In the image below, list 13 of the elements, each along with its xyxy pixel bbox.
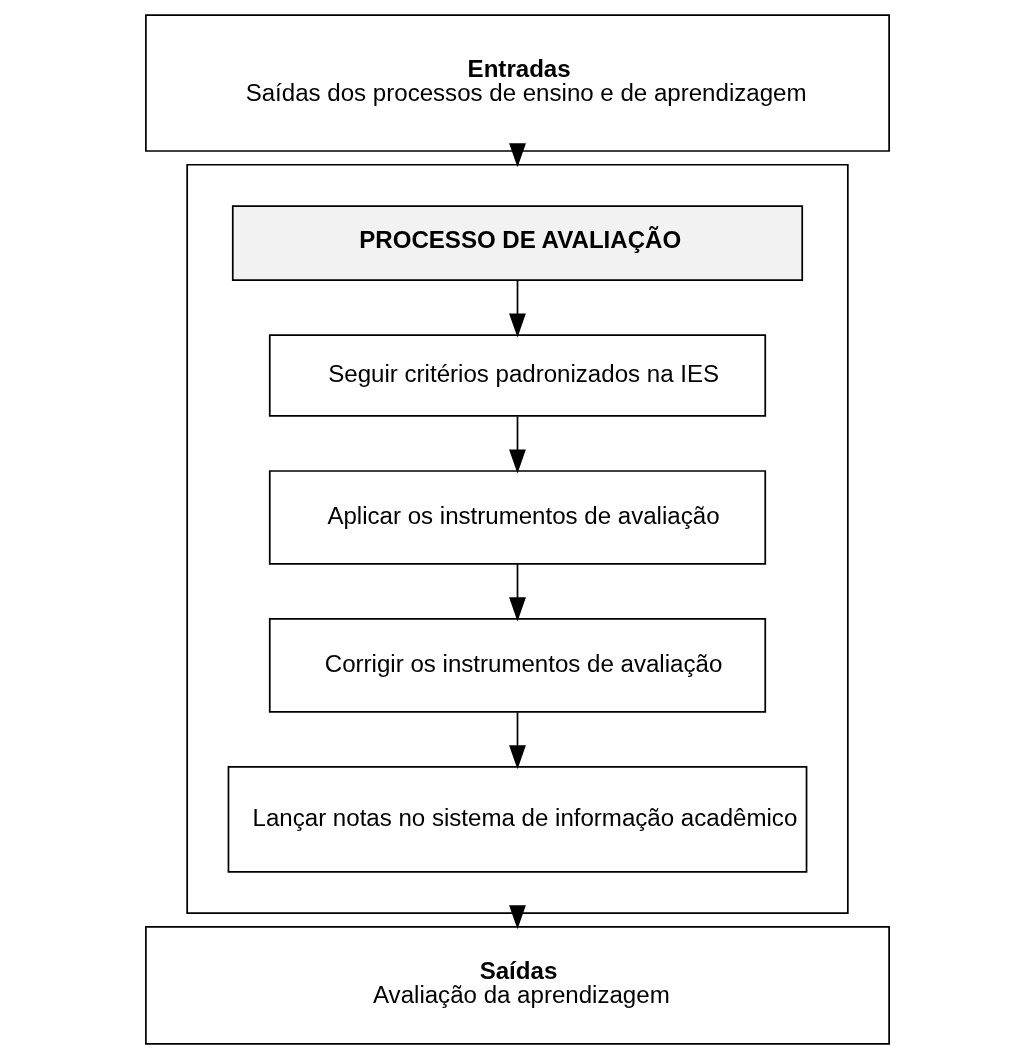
node-box: PROCESSO DE AVALIAÇÃO [231, 205, 803, 281]
arrow [508, 279, 526, 338]
node-box: Aplicar os instrumentos de avaliação [268, 470, 766, 565]
arrow [508, 415, 526, 474]
arrow [508, 143, 526, 168]
cluster [185, 163, 849, 914]
node-box: Lançar notas no sistema de informação acadêmico [227, 766, 807, 873]
arrow [508, 711, 526, 770]
node-box: Corrigir os instrumentos de avaliação [268, 618, 766, 713]
node-box: Seguir critérios padronizados na IES [268, 334, 766, 417]
arrow [508, 563, 526, 622]
node-box: Saídas Avaliação da aprendizagem [144, 926, 890, 1045]
arrow [508, 905, 526, 930]
